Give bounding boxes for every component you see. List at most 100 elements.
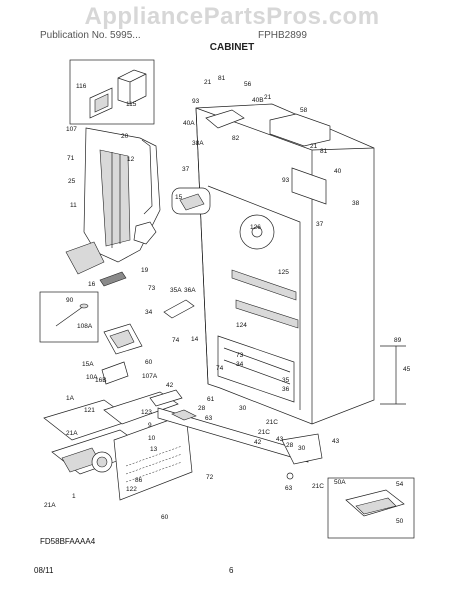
callout: 13 — [150, 446, 158, 453]
callout: 21 — [204, 79, 212, 86]
callout: 43 — [332, 438, 340, 445]
control-housing — [43, 389, 193, 501]
callout: 45 — [403, 366, 411, 373]
callout: 14 — [191, 336, 199, 343]
inset-90-box — [39, 291, 99, 343]
callout: 107 — [66, 126, 77, 133]
callout: 72 — [206, 474, 214, 481]
callout: 10A — [86, 374, 98, 381]
callout-labels: 116 115 107 20 12 71 25 11 19 16 21 81 5… — [44, 75, 411, 525]
watermark: AppliancePartsPros.com — [84, 3, 380, 30]
callout: 86 — [135, 477, 143, 484]
callout: 63 — [285, 485, 293, 492]
callout: 73 — [236, 352, 244, 359]
callout: 115 — [126, 101, 137, 108]
callout: 89 — [394, 337, 402, 344]
callout: 54 — [396, 481, 404, 488]
callout: 93 — [192, 98, 200, 105]
callout: 35A — [170, 287, 182, 294]
callout: 63 — [205, 415, 213, 422]
callout: 58 — [300, 107, 308, 114]
callout: 36 — [282, 386, 290, 393]
callout: 107A — [142, 373, 158, 380]
callout: 43 — [276, 436, 284, 443]
callout: 116 — [76, 83, 87, 90]
callout: 21A — [44, 502, 56, 509]
callout: 34 — [145, 309, 153, 316]
callout: 20 — [121, 133, 129, 140]
callout: 37 — [316, 221, 324, 228]
callout: 42 — [254, 439, 262, 446]
callout: 122 — [126, 486, 137, 493]
callout: 21C — [266, 419, 278, 426]
callout: 40A — [183, 120, 195, 127]
callout: 12 — [127, 156, 135, 163]
callout: 73 — [148, 285, 156, 292]
callout: 40B — [252, 97, 264, 104]
callout: 82 — [232, 135, 240, 142]
center-brackets — [101, 299, 195, 385]
callout: 16B — [95, 377, 107, 384]
detail-callouts — [171, 187, 275, 250]
callout: 56 — [244, 81, 252, 88]
callout: 25 — [68, 178, 76, 185]
callout: 21A — [66, 430, 78, 437]
kickplate — [157, 407, 309, 463]
callout: 50A — [334, 479, 346, 486]
callout: 35 — [282, 377, 290, 384]
callout: 108A — [77, 323, 93, 330]
callout: 16 — [88, 281, 96, 288]
callout: 123 — [141, 409, 152, 416]
callout: 30 — [298, 445, 306, 452]
callout: 60 — [145, 359, 153, 366]
callout: 19 — [141, 267, 149, 274]
callout: 37 — [182, 166, 190, 173]
model-code: FD58BFAAAA4 — [40, 537, 96, 546]
callout: 21 — [310, 143, 318, 150]
callout: 74 — [172, 337, 180, 344]
callout: 40 — [334, 168, 342, 175]
callout: 28 — [286, 442, 294, 449]
callout: 9 — [148, 422, 152, 429]
callout: 74 — [216, 365, 224, 372]
callout: 71 — [67, 155, 75, 162]
callout: 93 — [282, 177, 290, 184]
callout: 21C — [312, 483, 324, 490]
callout: 10 — [148, 435, 156, 442]
callout: 81 — [320, 148, 328, 155]
callout: 1 — [72, 493, 76, 500]
dimension-marks — [380, 345, 406, 405]
model-number: FPHB2899 — [258, 30, 307, 41]
inset-50-box — [327, 477, 415, 539]
callout: 15A — [82, 361, 94, 368]
cabinet-body — [195, 103, 375, 425]
callout: 34 — [236, 361, 244, 368]
callout: 121 — [84, 407, 95, 414]
callout: 126 — [250, 224, 261, 231]
callout: 124 — [236, 322, 247, 329]
callout: 61 — [207, 396, 215, 403]
callout: 30 — [239, 405, 247, 412]
section-title: CABINET — [209, 42, 255, 53]
callout: 81 — [218, 75, 226, 82]
callout: 38 — [352, 200, 360, 207]
callout: 21C — [258, 429, 270, 436]
callout: 11 — [70, 202, 77, 209]
page-number: 6 — [229, 566, 234, 575]
lower-hinge — [281, 433, 323, 480]
callout: 36A — [184, 287, 196, 294]
callout: 125 — [278, 269, 289, 276]
air-duct-assembly — [65, 127, 161, 287]
callout: 21 — [264, 94, 272, 101]
callout: 60 — [161, 514, 169, 521]
callout: 1A — [66, 395, 75, 402]
callout: 38A — [192, 140, 204, 147]
callout: 15 — [175, 194, 183, 201]
inset-116-box — [69, 59, 155, 125]
publication-number: Publication No. 5995... — [40, 30, 141, 41]
footer-date: 08/11 — [34, 566, 54, 575]
callout: 28 — [198, 405, 206, 412]
callout: 50 — [396, 518, 404, 525]
callout: 90 — [66, 297, 74, 304]
